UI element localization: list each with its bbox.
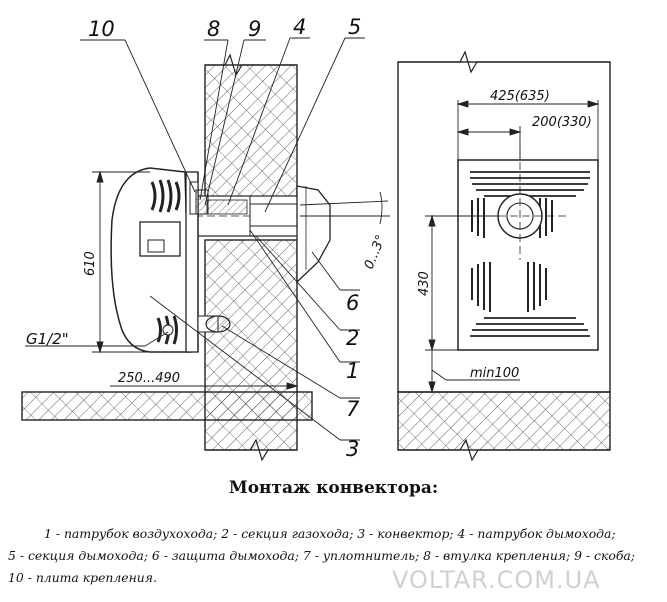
dim-label-angle: 0...3° xyxy=(362,233,389,271)
caption-line-2: 5 - секция дымохода; 6 - защита дымохода… xyxy=(8,548,635,563)
dim-label-min100: min100 xyxy=(470,366,519,381)
label-part-3: 3 xyxy=(346,437,359,461)
dim-label-g12: G1/2" xyxy=(26,330,69,348)
dimension-250-490 xyxy=(110,380,299,392)
label-part-8: 8 xyxy=(207,17,220,41)
caption-line-3: 10 - плита крепления. xyxy=(8,570,157,585)
label-part-2: 2 xyxy=(346,326,359,350)
dim-label-200: 200(330) xyxy=(532,115,592,130)
leader-lines xyxy=(25,37,365,441)
convector-front xyxy=(457,150,599,351)
installation-diagram: 10 8 9 4 5 6 2 1 7 3 610 G1/2" 250...490… xyxy=(21,15,611,462)
front-view xyxy=(397,50,611,462)
label-part-5: 5 xyxy=(348,15,361,39)
flue-protection xyxy=(296,185,331,284)
dim-label-430: 430 xyxy=(417,271,432,296)
dimension-610 xyxy=(92,170,150,354)
watermark: VOLTAR.COM.UA xyxy=(392,566,601,594)
front-floor xyxy=(397,391,611,462)
side-section-view xyxy=(21,37,390,462)
caption-line-1: 1 - патрубок воздухохода; 2 - секция газ… xyxy=(44,526,616,541)
part-labels: 10 8 9 4 5 6 2 1 7 3 xyxy=(88,15,361,461)
front-dimensions xyxy=(425,100,600,394)
label-part-6: 6 xyxy=(346,291,359,315)
dim-label-250-490: 250...490 xyxy=(118,371,180,386)
wall xyxy=(204,53,298,462)
caption-title: Монтаж конвектора: xyxy=(228,478,439,498)
dim-label-425: 425(635) xyxy=(490,89,550,104)
convector-body xyxy=(110,167,231,353)
dimension-labels: 610 G1/2" 250...490 0...3° 425(635) 200(… xyxy=(26,89,592,386)
dimension-angle xyxy=(299,191,390,225)
label-part-4: 4 xyxy=(293,15,306,39)
label-part-10: 10 xyxy=(88,17,115,41)
dim-label-610: 610 xyxy=(83,251,98,276)
label-part-9: 9 xyxy=(248,17,261,41)
label-part-1: 1 xyxy=(346,359,359,383)
label-part-7: 7 xyxy=(346,397,360,421)
